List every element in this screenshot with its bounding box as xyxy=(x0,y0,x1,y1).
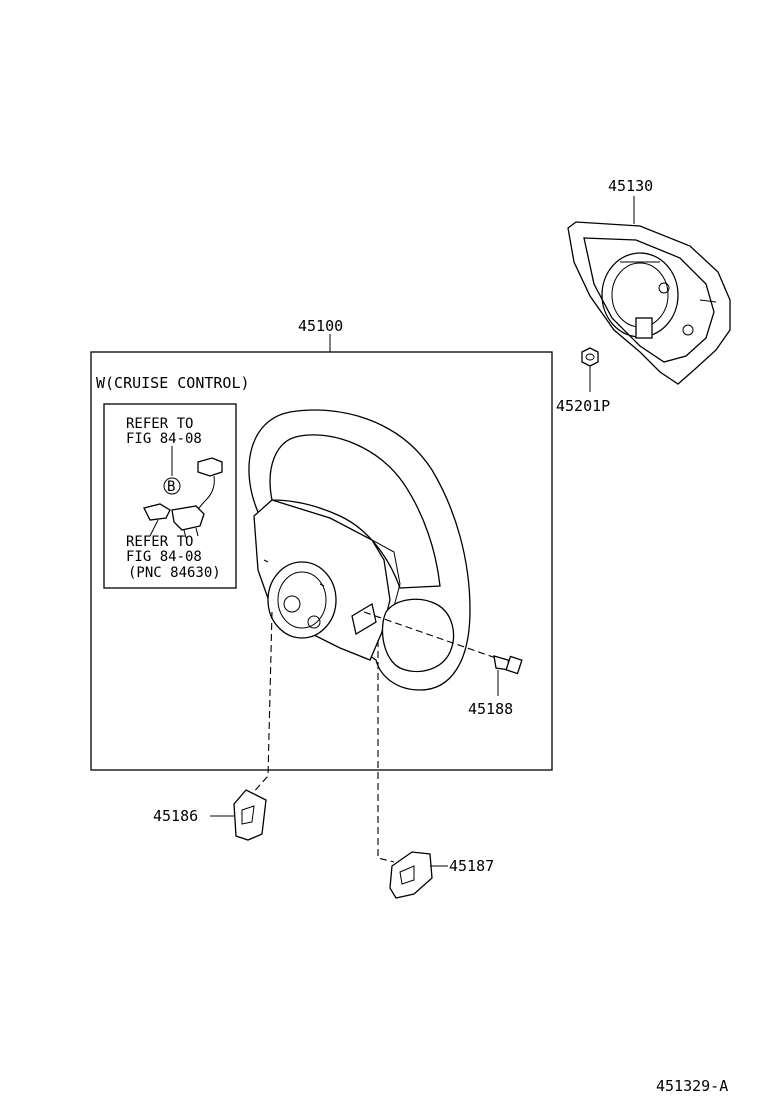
airbag-assembly-drawing xyxy=(567,221,731,385)
part-label-cover-right: 45187 xyxy=(449,857,494,875)
inset-ref1-line1: REFER TO xyxy=(126,416,193,432)
figure-id: 451329-A xyxy=(656,1077,728,1095)
cover-left-drawing xyxy=(233,789,267,841)
part-label-cover-left: 45186 xyxy=(153,807,198,825)
inset-ref1-line2: FIG 84-08 xyxy=(126,431,202,447)
cruise-switch-drawing xyxy=(143,457,223,539)
inset-ref2-line1: REFER TO xyxy=(126,534,193,550)
inset-ref2-line2: FIG 84-08 xyxy=(126,549,202,565)
callout-circle xyxy=(163,477,181,495)
part-label-airbag: 45130 xyxy=(608,177,653,195)
bolt-drawing xyxy=(493,655,523,675)
inset-variant-label: W(CRUISE CONTROL) xyxy=(96,374,250,392)
inset-ref2-line3: (PNC 84630) xyxy=(128,565,221,581)
cruise-control-inset xyxy=(103,403,237,589)
callout-letter: B xyxy=(167,479,175,495)
part-label-nut: 45201P xyxy=(556,397,610,415)
part-label-bolt: 45188 xyxy=(468,700,513,718)
nut-drawing xyxy=(581,347,599,367)
wheel-frame xyxy=(90,351,553,771)
part-label-wheel: 45100 xyxy=(298,317,343,335)
cover-right-drawing xyxy=(389,851,433,899)
steering-wheel-drawing xyxy=(248,409,471,691)
